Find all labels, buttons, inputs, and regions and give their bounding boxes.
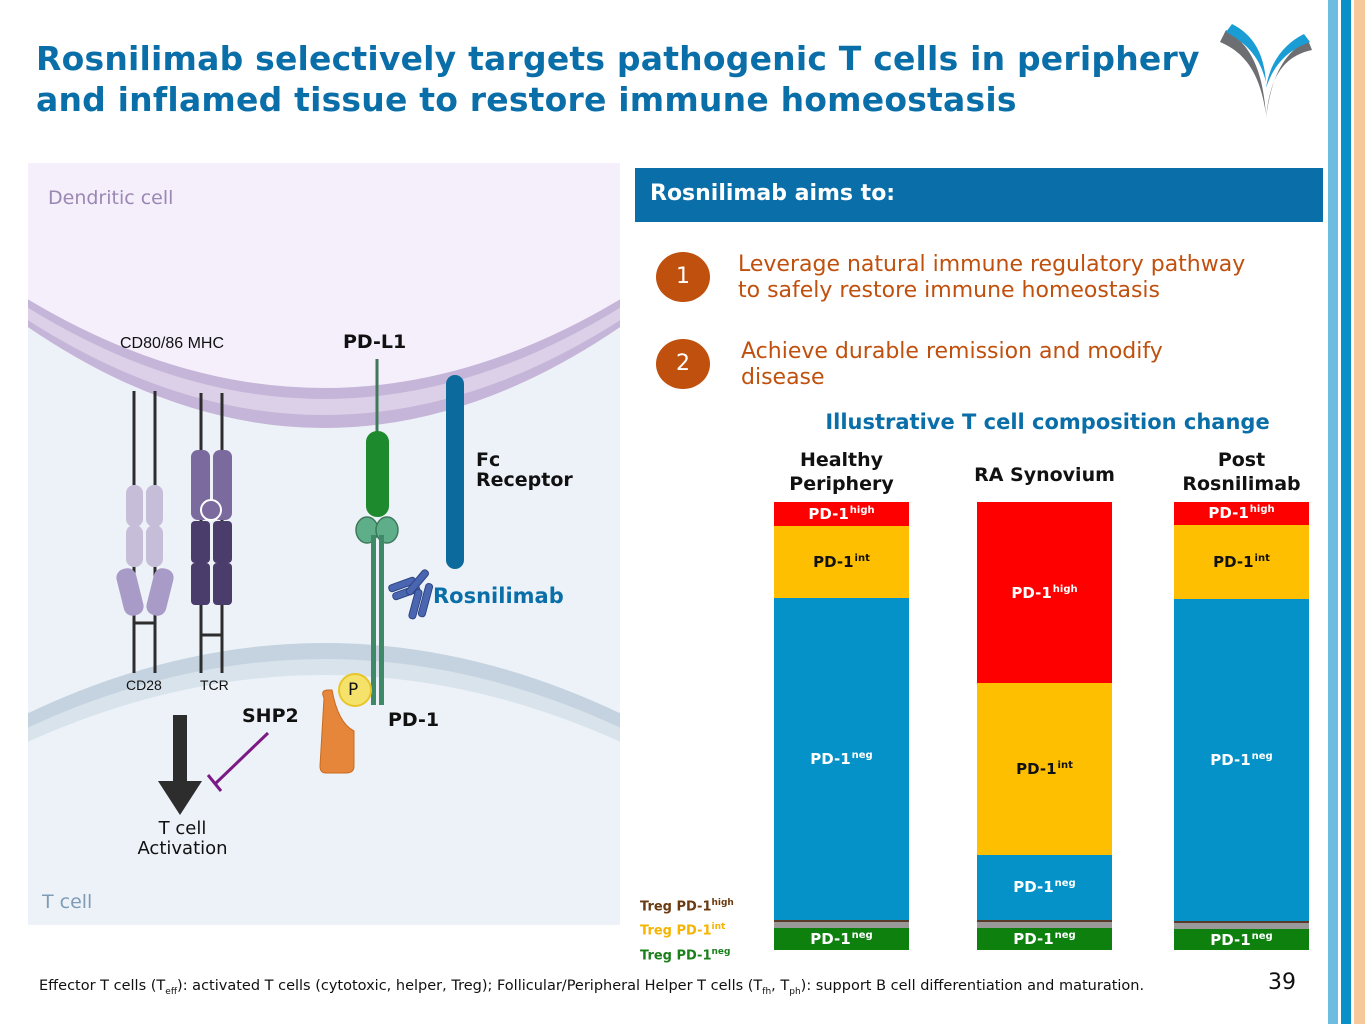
rosnilimab-label: Rosnilimab	[433, 584, 564, 608]
aim-text-line2: disease	[741, 365, 825, 390]
footnote-sub: ph	[789, 986, 801, 997]
decor-stripe	[1354, 0, 1365, 1024]
decor-stripe	[1328, 0, 1338, 1024]
title-line-2: and inflamed tissue to restore immune ho…	[36, 80, 1017, 119]
segment-label: PD-1high	[808, 504, 875, 523]
aim-text: Leverage natural immune regulatory pathw…	[738, 252, 1328, 304]
bar-segment	[774, 922, 909, 929]
phospho-circle	[338, 673, 372, 707]
bar-segment: PD-1high	[977, 502, 1112, 684]
bar-segment: PD-1high	[774, 502, 909, 526]
footnote-sub: fh	[762, 986, 772, 997]
segment-label: PD-1neg	[810, 749, 873, 768]
tcr-label: TCR	[200, 677, 229, 693]
bar-segment: PD-1int	[977, 683, 1112, 855]
company-logo-icon	[1220, 24, 1312, 118]
segment-label: PD-1neg	[1013, 930, 1076, 948]
decor-stripe	[1351, 0, 1354, 1024]
pdl1-label: PD-L1	[343, 331, 407, 353]
bar-segment	[1174, 920, 1309, 924]
aim-text-line1: Achieve durable remission and modify	[741, 339, 1163, 364]
mechanism-diagram: Dendritic cell CD80/86 MHC PD-L1 Fc Rece…	[28, 163, 620, 925]
aim-text: Achieve durable remission and modify dis…	[741, 339, 1331, 391]
decor-stripe	[1341, 0, 1351, 1024]
rosnilimab-antibody-icon	[388, 569, 434, 620]
bar-segment: PD-1neg	[774, 597, 909, 920]
mechanism-illustration	[28, 163, 620, 925]
shp2-label: SHP2	[242, 705, 299, 727]
phospho-label: P	[348, 680, 359, 700]
t-cell-activation-label: T cell Activation	[120, 819, 245, 859]
aim-text-line1: Leverage natural immune regulatory pathw…	[738, 252, 1246, 277]
footnote-text: Effector T cells (T	[39, 978, 166, 994]
bar-segment: PD-1neg	[774, 928, 909, 950]
bar-segment	[1174, 923, 1309, 929]
legend-item: Treg PD-1int	[640, 922, 726, 939]
cd80-mhc-label: CD80/86 MHC	[120, 335, 225, 352]
slide-title: Rosnilimab selectively targets pathogeni…	[36, 38, 1236, 120]
t-cell-label: T cell	[42, 891, 93, 913]
bar-segment: PD-1neg	[1174, 598, 1309, 921]
bar-segment: PD-1neg	[977, 928, 1112, 950]
dendritic-cell-label: Dendritic cell	[48, 187, 174, 209]
segment-label: PD-1neg	[1210, 750, 1273, 769]
legend-item: Treg PD-1neg	[640, 946, 731, 963]
segment-label: PD-1neg	[810, 930, 873, 949]
fc-receptor-label: Fc Receptor	[476, 450, 573, 490]
segment-label: PD-1neg	[1013, 878, 1076, 897]
aim-number-badge: 1	[656, 252, 710, 302]
inhibition-line	[214, 731, 270, 785]
aim-text-line2: to safely restore immune homeostasis	[738, 278, 1160, 303]
footnote-text: ): support B cell differentiation and ma…	[800, 978, 1145, 994]
category-label: RA Synovium	[974, 464, 1115, 486]
legend-item: Treg PD-1high	[640, 898, 734, 915]
bar-segment	[977, 922, 1112, 929]
bar-segment: PD-1int	[774, 525, 909, 598]
pd1-protein	[355, 516, 399, 705]
segment-label: PD-1high	[1208, 504, 1275, 523]
bar-segment	[774, 920, 909, 923]
fc-receptor	[446, 375, 464, 569]
activation-line2: Activation	[137, 838, 228, 859]
footnote-text: , T	[771, 978, 790, 994]
pd1-label: PD-1	[388, 709, 440, 731]
footnote-sub: eff	[165, 986, 178, 997]
footnote: Effector T cells (Teff): activated T cel…	[39, 978, 1144, 997]
bar-segment	[977, 919, 1112, 923]
page-number: 39	[1268, 970, 1296, 995]
activation-arrow-shaft	[173, 715, 187, 785]
decor-stripe	[1338, 0, 1341, 1024]
title-line-1: Rosnilimab selectively targets pathogeni…	[36, 39, 1200, 78]
cd80-cd28-complex	[116, 391, 174, 673]
fc-receptor-label-line2: Receptor	[476, 469, 573, 491]
pdl1-protein	[366, 359, 389, 517]
segment-label: PD-1neg	[1210, 930, 1273, 949]
shp2-protein	[319, 689, 355, 774]
mhc-tcr-complex	[191, 393, 232, 673]
fc-receptor-label-line1: Fc	[476, 449, 501, 471]
bar-segment: PD-1neg	[977, 854, 1112, 920]
activation-arrow-head	[158, 781, 202, 815]
activation-line1: T cell	[158, 818, 207, 839]
segment-label: PD-1int	[813, 552, 870, 571]
segment-label: PD-1int	[1213, 552, 1270, 571]
footnote-text: ): activated T cells (cytotoxic, helper,…	[177, 978, 763, 994]
chart-title: Illustrative T cell composition change	[825, 410, 1270, 434]
aim-number-badge: 2	[656, 339, 710, 389]
segment-label: PD-1int	[1016, 760, 1073, 779]
aims-header: Rosnilimab aims to:	[635, 168, 1323, 222]
bar-segment: PD-1high	[1174, 502, 1309, 525]
cd28-label: CD28	[126, 677, 162, 693]
bar-segment: PD-1neg	[1174, 929, 1309, 950]
bar-segment: PD-1int	[1174, 524, 1309, 599]
segment-label: PD-1high	[1011, 583, 1078, 602]
